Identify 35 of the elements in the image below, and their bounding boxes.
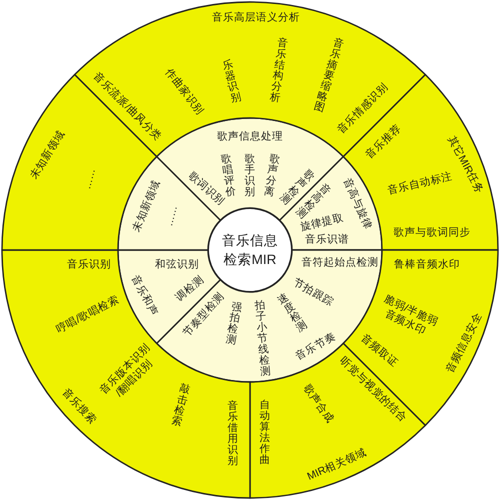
topic-label: 音乐版本识别/翻唱识别 xyxy=(96,340,156,402)
topic-label: 作曲家识别 xyxy=(162,66,206,118)
topic-label: 音乐摘要缩略图 xyxy=(312,37,346,114)
topic-label: 音乐借用识别 xyxy=(227,401,239,467)
topic-label: 强拍检测 xyxy=(224,301,244,347)
sector-title: 歌声信息处理 xyxy=(217,130,283,144)
topic-label: 自动算法作曲 xyxy=(259,400,271,466)
topic-label: 歌声分离 xyxy=(262,153,282,199)
topic-label: 歌手识别 xyxy=(244,154,256,198)
sector-title: 未知新领域 xyxy=(130,178,164,234)
sector-title: 音乐和声 xyxy=(128,274,160,318)
topic-label: 音乐识别 xyxy=(67,258,111,272)
topic-label: 歌声与歌词同步 xyxy=(394,226,470,240)
topic-label: 乐器识别 xyxy=(220,59,244,105)
topic-label: 敲击检索 xyxy=(170,383,192,429)
topic-label: 拍子小节线检测 xyxy=(254,300,272,378)
topic-label: 鲁棒音频水印 xyxy=(394,258,460,272)
topic-label: 音乐自动标注 xyxy=(386,170,454,198)
topic-label: 音乐识谱 xyxy=(305,234,349,246)
topic-label: 音乐推荐 xyxy=(363,122,405,162)
topic-label: 音乐流派/曲风分类 xyxy=(90,70,164,144)
sector-title: 音乐搜索 xyxy=(59,386,99,428)
topic-label: 调检测 xyxy=(173,273,206,304)
topic-label: 哼唱/歌唱检索 xyxy=(54,294,122,336)
sector-title: MIR相关领域 xyxy=(305,446,369,484)
topic-label: 和弦识别 xyxy=(155,258,199,272)
ellipsis: …… xyxy=(163,204,181,228)
ellipsis: …… xyxy=(81,167,99,191)
topic-label: 歌声合成 xyxy=(300,382,336,426)
topic-label: 音乐结构分析 xyxy=(268,37,290,105)
sector-title: 音频信息安全 xyxy=(444,310,486,376)
sector-title: 音乐高层语义分析 xyxy=(212,12,300,24)
center-title: 音乐信息检索MIR xyxy=(222,232,278,269)
topic-label: 音符起始点检测 xyxy=(302,256,378,270)
sector-title: 未知新领域 xyxy=(28,128,68,182)
